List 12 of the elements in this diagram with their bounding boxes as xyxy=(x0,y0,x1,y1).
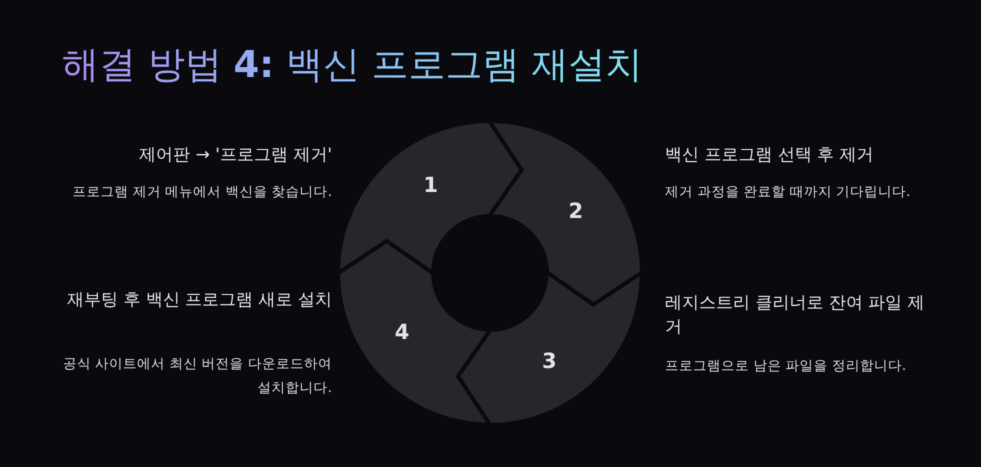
step-heading: 재부팅 후 백신 프로그램 새로 설치 xyxy=(66,289,332,312)
step-number: 1 xyxy=(423,173,438,198)
step-description: 공식 사이트에서 최신 버전을 다운로드하여 설치합니다. xyxy=(62,355,332,398)
step-description: 제거 과정을 완료할 때까지 기다립니다. xyxy=(665,183,912,202)
step-number: 4 xyxy=(394,320,410,344)
step-description: 프로그램 제거 메뉴에서 백신을 찾습니다. xyxy=(72,183,332,202)
step-number: 2 xyxy=(568,198,584,223)
step-number: 3 xyxy=(542,348,557,373)
step-description: 프로그램으로 남은 파일을 정리합니다. xyxy=(665,357,908,376)
step-heading: 제어판 → '프로그램 제거' xyxy=(138,144,332,167)
step-heading: 레지스트리 클리너로 잔여 파일 제거 xyxy=(665,292,925,339)
step-heading: 백신 프로그램 선택 후 제거 xyxy=(665,144,875,167)
